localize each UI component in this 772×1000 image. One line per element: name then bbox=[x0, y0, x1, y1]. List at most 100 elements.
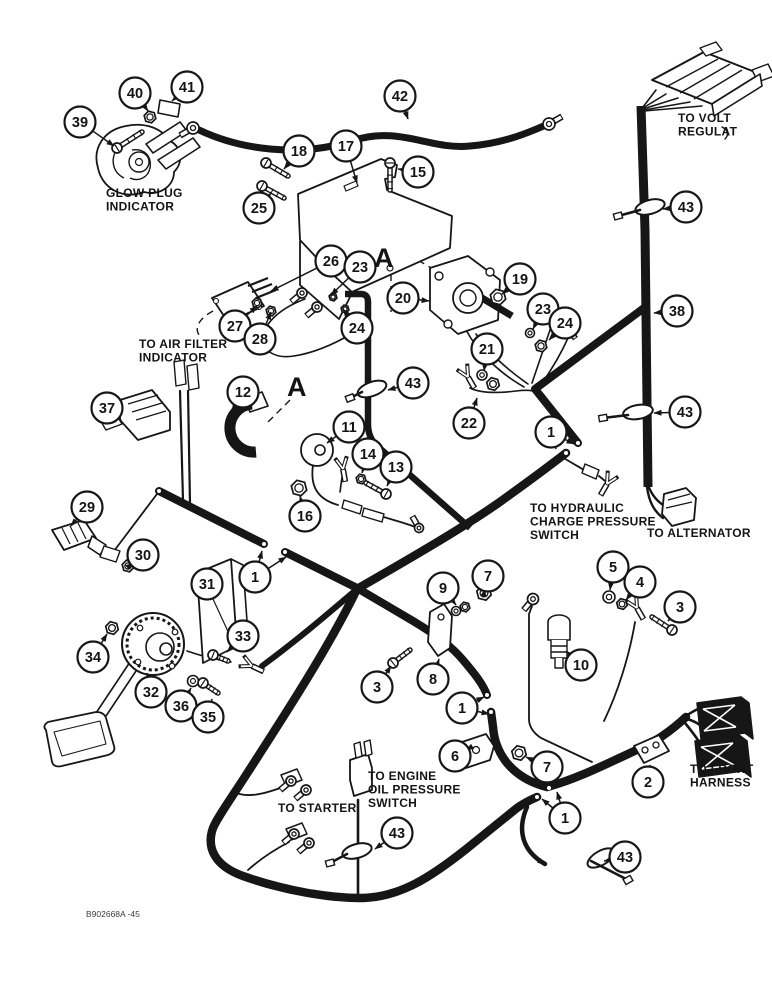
callout-leader bbox=[475, 696, 485, 704]
callout-number: 1 bbox=[547, 425, 555, 441]
bracket-17-hole bbox=[386, 264, 394, 272]
nut-14 bbox=[355, 473, 367, 485]
callout-circle bbox=[669, 190, 703, 224]
label-to-starter: TO STARTER bbox=[278, 801, 357, 815]
callout-43b: 43 bbox=[653, 395, 702, 429]
callout-3b: 3 bbox=[663, 590, 697, 624]
callout-24b: 24 bbox=[548, 306, 582, 341]
disc-32-hole-3 bbox=[134, 658, 142, 666]
callout-circle bbox=[340, 311, 374, 345]
ring-42-right bbox=[542, 113, 564, 131]
nut-7b bbox=[510, 744, 528, 762]
bolt-35 bbox=[197, 677, 221, 696]
bolt-18 bbox=[260, 157, 291, 179]
callout-number: 4 bbox=[636, 575, 644, 591]
regulator-fan-5 bbox=[643, 105, 703, 112]
break-cap bbox=[547, 786, 551, 790]
callout-11: 11 bbox=[326, 410, 366, 444]
callout-number: 25 bbox=[251, 201, 267, 217]
bracket-8-hole bbox=[437, 613, 445, 621]
break-cap bbox=[576, 441, 580, 445]
callout-number: 34 bbox=[85, 650, 101, 666]
callout-25: 25 bbox=[242, 191, 276, 225]
callout-circle bbox=[190, 567, 224, 601]
callout-circle bbox=[63, 105, 97, 139]
callout-1a: 1 bbox=[238, 550, 287, 594]
harness-trunks bbox=[155, 105, 691, 903]
nut-27 bbox=[251, 297, 263, 309]
callout-28: 28 bbox=[243, 311, 277, 356]
callout-number: 6 bbox=[451, 749, 459, 765]
callout-leader bbox=[92, 130, 115, 147]
callout-number: 43 bbox=[617, 850, 633, 866]
solenoid-20-plunger bbox=[480, 294, 514, 320]
callout-17: 17 bbox=[329, 129, 363, 184]
callout-4: 4 bbox=[623, 565, 657, 601]
sender-10-threads bbox=[550, 640, 568, 659]
nut-34 bbox=[104, 620, 120, 636]
callout-circle bbox=[134, 675, 168, 709]
callout-43c: 43 bbox=[387, 366, 430, 400]
assembly-line-b bbox=[267, 399, 291, 423]
pedal-switch-branch bbox=[259, 586, 360, 669]
fork-pedal-switch bbox=[238, 654, 266, 675]
tie-43b bbox=[597, 403, 654, 423]
starter-wire-1 bbox=[231, 786, 284, 796]
fork-22-wire bbox=[469, 387, 534, 394]
callout-leader bbox=[265, 311, 272, 325]
callout-22: 22 bbox=[452, 397, 486, 440]
washer-21 bbox=[476, 369, 488, 381]
relay-ear-1 bbox=[212, 297, 220, 305]
solenoid-hole-3 bbox=[443, 319, 453, 329]
callout-leader bbox=[548, 332, 557, 341]
sender-11-wire-a bbox=[311, 464, 339, 506]
callout-number: 43 bbox=[405, 376, 421, 392]
air-terminal-1 bbox=[173, 359, 187, 387]
disc-32-hole-2 bbox=[171, 628, 179, 636]
tie-indicator-arrow bbox=[519, 804, 548, 867]
trunk-right-vertical bbox=[636, 105, 653, 488]
regulator-fan-4 bbox=[643, 101, 691, 111]
callout-leader bbox=[374, 841, 385, 850]
callout-leader bbox=[326, 435, 337, 444]
callout-circle bbox=[534, 415, 568, 449]
callout-leader bbox=[270, 267, 318, 292]
callout-leader bbox=[100, 633, 108, 645]
relay-dash-wire bbox=[196, 310, 214, 336]
label-to-alternator: TO ALTERNATOR bbox=[647, 526, 751, 540]
callout-number: 43 bbox=[389, 826, 405, 842]
callout-number: 10 bbox=[573, 658, 589, 674]
bracket-2 bbox=[633, 734, 670, 764]
break-cap bbox=[157, 489, 161, 493]
callout-23a: 23 bbox=[330, 250, 377, 296]
callout-number: 1 bbox=[561, 811, 569, 827]
callout-leader bbox=[384, 665, 392, 675]
callout-leader bbox=[330, 277, 350, 296]
regulator-connector-flange bbox=[711, 73, 763, 117]
front-connector-1-side bbox=[740, 696, 754, 740]
callout-number: 43 bbox=[677, 405, 693, 421]
callout-30: 30 bbox=[125, 538, 160, 572]
callout-circle bbox=[343, 250, 377, 284]
nut-16 bbox=[290, 479, 308, 497]
callout-circle bbox=[170, 70, 204, 104]
callout-leader bbox=[625, 592, 633, 601]
callout-circle bbox=[226, 375, 260, 409]
callout-leader bbox=[476, 709, 490, 716]
tie-43d bbox=[586, 847, 634, 886]
callout-circle bbox=[396, 366, 430, 400]
callout-5: 5 bbox=[596, 550, 630, 591]
solenoid-body-inner bbox=[459, 289, 477, 307]
callout-number: 32 bbox=[143, 685, 159, 701]
callout-14: 14 bbox=[351, 437, 385, 474]
callout-24a: 24 bbox=[340, 308, 374, 345]
fork-front bbox=[624, 594, 647, 621]
callout-circle bbox=[76, 640, 110, 674]
callout-43a: 43 bbox=[662, 190, 703, 224]
callout-number: 2 bbox=[644, 775, 652, 791]
callout-number: 30 bbox=[135, 548, 151, 564]
